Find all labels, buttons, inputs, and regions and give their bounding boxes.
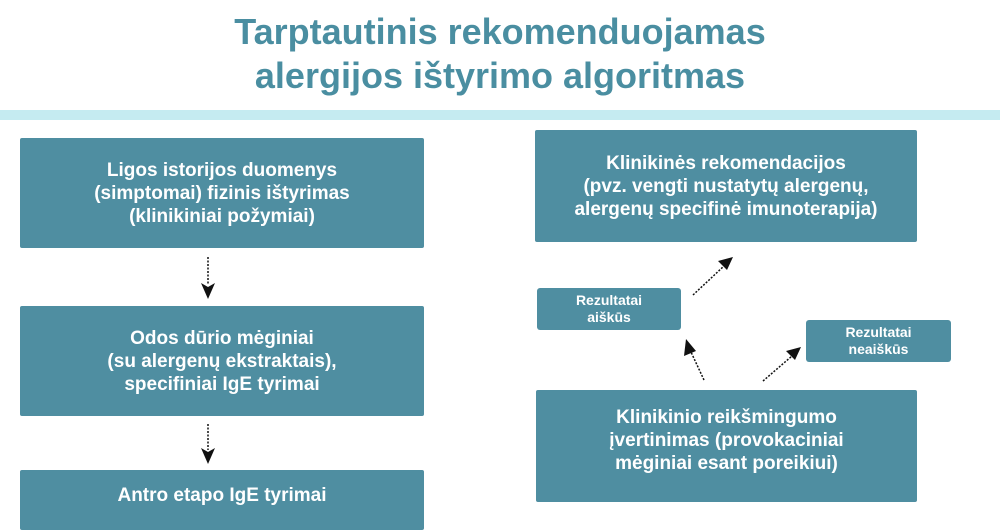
diagram-title: Tarptautinis rekomenduojamas alergijos i… (0, 10, 1000, 98)
results-unclear-box: Rezultatai neaiškūs (806, 320, 951, 362)
skin-test-line-2: (su alergenų ekstraktais), (107, 350, 337, 372)
results-unclear-line-1: Rezultatai (845, 324, 912, 340)
history-box: Ligos istorijos duomenys (simptomai) fiz… (20, 138, 424, 248)
skin-test-line-3: specifiniai IgE tyrimai (124, 373, 320, 395)
down-arrow-icon (201, 424, 215, 464)
significance-line-2: įvertinimas (provokaciniai (609, 430, 844, 451)
history-line-1: Ligos istorijos duomenys (106, 159, 338, 181)
diagonal-arrow-icon (692, 257, 733, 296)
down-arrow-icon (201, 257, 215, 299)
title-line-2: alergijos ištyrimo algoritmas (254, 55, 746, 96)
skin-test-box: Odos dūrio mėginiai (su alergenų ekstrak… (20, 306, 424, 416)
significance-line-3: mėginiai esant poreikiui) (615, 453, 838, 474)
recommendations-line-2: (pvz. vengti nustatytų alergenų, (583, 175, 869, 197)
results-clear-box: Rezultatai aiškūs (537, 288, 681, 330)
recommendations-line-1: Klinikinės rekomendacijos (606, 152, 846, 174)
results-unclear-line-2: neaiškūs (848, 341, 909, 357)
diagonal-arrow-icon (762, 347, 801, 382)
results-clear-line-1: Rezultatai (575, 292, 643, 308)
recommendations-line-3: alergenų specifinė imunoterapija) (574, 198, 878, 220)
clinical-recommendations-box: Klinikinės rekomendacijos (pvz. vengti n… (535, 130, 917, 242)
results-clear-line-2: aiškūs (587, 309, 631, 325)
second-stage-line-1: Antro etapo IgE tyrimai (117, 485, 327, 506)
history-line-2: (simptomai) fizinis ištyrimas (94, 182, 350, 204)
up-arrow-icon (684, 339, 705, 381)
history-line-3: (klinikiniai požymiai) (129, 205, 315, 227)
skin-test-line-1: Odos dūrio mėginiai (130, 327, 314, 349)
second-stage-ige-box: Antro etapo IgE tyrimai (20, 470, 424, 530)
title-divider-band (0, 110, 1000, 120)
significance-line-1: Klinikinio reikšmingumo (616, 407, 837, 428)
clinical-significance-box: Klinikinio reikšmingumo įvertinimas (pro… (536, 390, 917, 502)
title-line-1: Tarptautinis rekomenduojamas (234, 11, 766, 52)
